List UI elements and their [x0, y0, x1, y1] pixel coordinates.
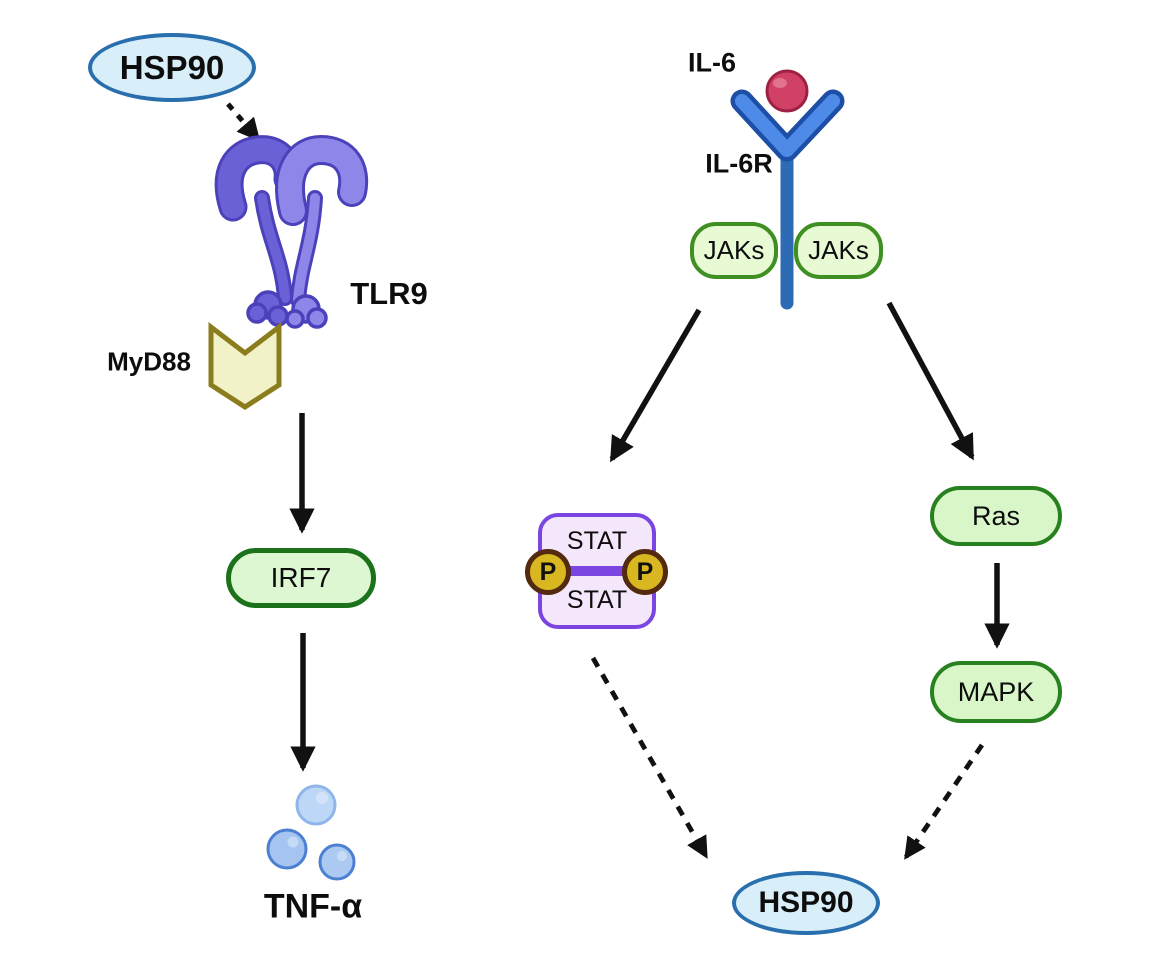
jaks-right-label: JAKs [808, 235, 869, 265]
stat-bottom-label: STAT [566, 586, 628, 614]
hsp90-bottom-label: HSP90 [758, 886, 854, 919]
mapk-label: MAPK [957, 676, 1035, 707]
jaks-left-label: JAKs [703, 235, 765, 265]
p-right-label: P [636, 557, 654, 586]
stat-dimer-divider [541, 569, 653, 573]
il6r-label: IL-6R [705, 148, 773, 179]
node-jaks-right: JAKs [794, 222, 883, 279]
ras-label: Ras [971, 500, 1020, 531]
myd88-chevron-icon [208, 321, 282, 410]
tnf-alpha-label: TNF-α [263, 887, 363, 926]
irf7-label: IRF7 [270, 562, 332, 593]
phospho-right-badge: P [622, 549, 668, 595]
il6r-receptor-icon [730, 89, 845, 310]
arrow-stat-to-hsp90 [590, 656, 709, 859]
node-mapk: MAPK [930, 661, 1062, 723]
arrow-hsp90-to-tlr9 [226, 102, 261, 142]
p-left-label: P [539, 557, 557, 586]
node-ras: Ras [930, 486, 1062, 546]
node-irf7: IRF7 [226, 548, 376, 608]
phospho-left-badge: P [525, 549, 571, 595]
node-stat-dimer: STAT STAT P P [525, 513, 668, 629]
hsp90-top-label: HSP90 [119, 48, 225, 86]
arrows [226, 102, 1010, 860]
stat-top-label: STAT [566, 527, 628, 555]
arrow-jaks-to-stat [609, 308, 702, 463]
il6-label: IL-6 [687, 47, 737, 78]
tlr9-receptor-icon [214, 134, 369, 329]
tnf-molecules-icon [266, 784, 356, 881]
myd88-label: MyD88 [107, 346, 191, 377]
arrow-mapk-to-hsp90 [904, 743, 984, 860]
tlr9-label: TLR9 [350, 276, 428, 311]
node-hsp90-top: HSP90 [88, 33, 256, 102]
node-jaks-left: JAKs [690, 222, 778, 279]
il6-ligand-icon [765, 69, 809, 113]
node-hsp90-bottom: HSP90 [732, 871, 880, 935]
arrow-jaks-to-ras [886, 301, 975, 461]
